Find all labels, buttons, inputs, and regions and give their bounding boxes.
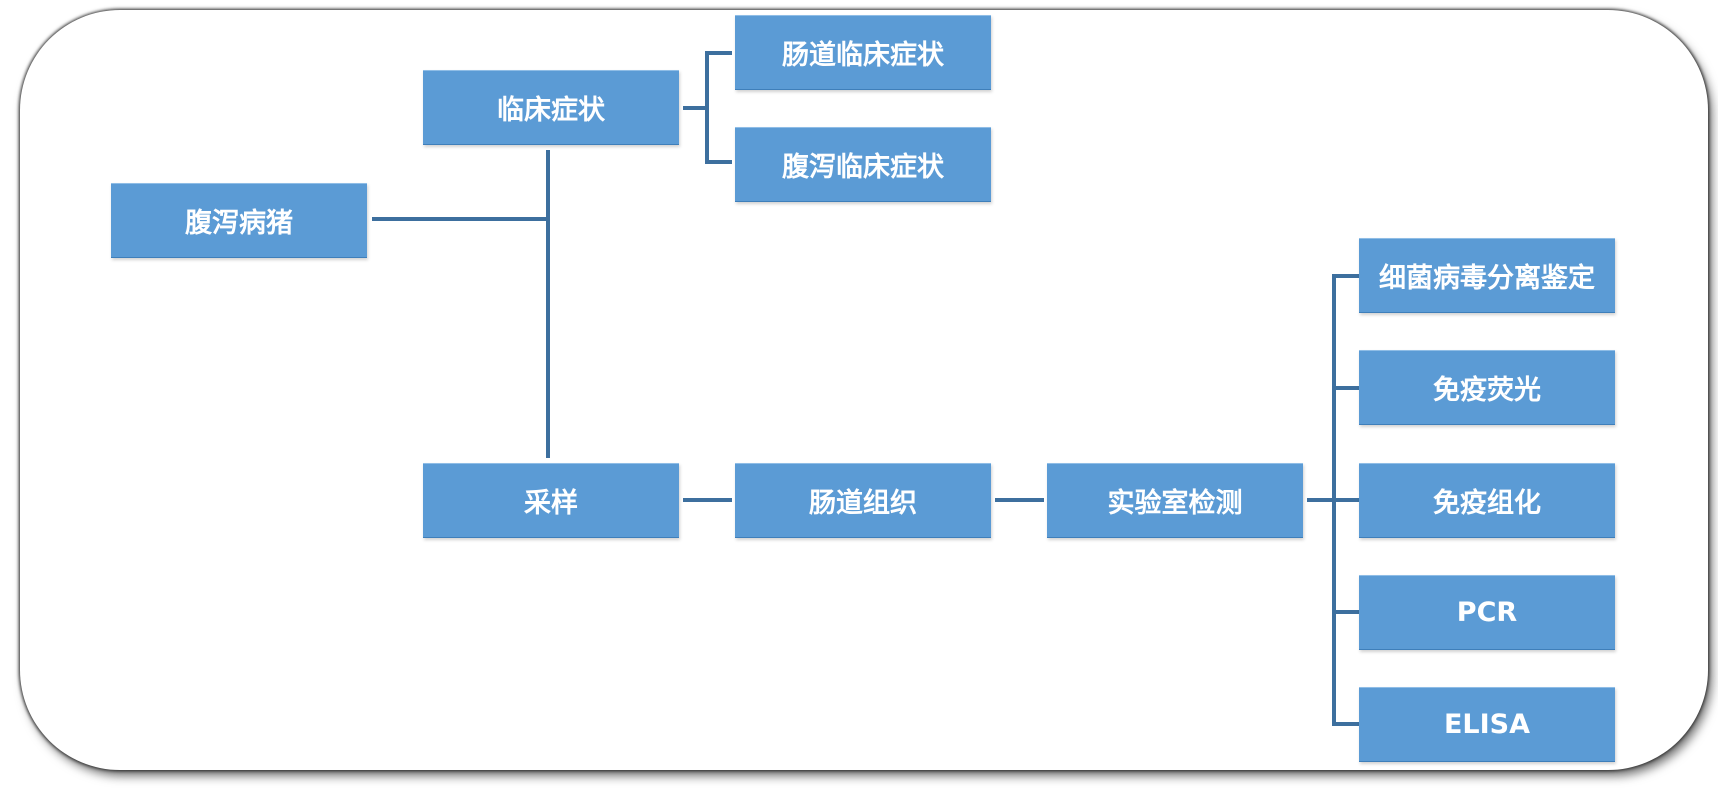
connector-sampling-to-tissue [683, 498, 732, 502]
connector-tissue-to-lab [995, 498, 1044, 502]
node-method-elisa: ELISA [1359, 687, 1615, 762]
connector-lab-out [1307, 498, 1334, 502]
connector-root-to-trunk [372, 217, 549, 221]
node-intestinal-clinical-symptoms: 肠道临床症状 [735, 15, 991, 90]
node-lab-testing: 实验室检测 [1047, 463, 1303, 538]
connector-method-branch-2 [1332, 386, 1359, 390]
connector-trunk-vertical [546, 150, 550, 458]
node-method-isolation: 细菌病毒分离鉴定 [1359, 238, 1615, 313]
node-diarrhea-clinical-symptoms: 腹泻临床症状 [735, 127, 991, 202]
connector-clinical-out [683, 106, 707, 110]
node-intestinal-tissue: 肠道组织 [735, 463, 991, 538]
connector-method-branch-5 [1332, 722, 1359, 726]
node-method-immunohistochemistry: 免疫组化 [1359, 463, 1615, 538]
node-clinical-symptoms: 临床症状 [423, 70, 679, 145]
node-method-immunofluorescence: 免疫荧光 [1359, 350, 1615, 425]
connector-method-branch-1 [1332, 274, 1359, 278]
connector-method-branch-3 [1332, 498, 1359, 502]
node-diarrhea-pig: 腹泻病猪 [111, 183, 367, 258]
connector-clinical-branch-1 [705, 51, 732, 55]
connector-clinical-bracket [705, 51, 709, 164]
connector-method-branch-4 [1332, 610, 1359, 614]
node-sampling: 采样 [423, 463, 679, 538]
connector-clinical-branch-2 [705, 160, 732, 164]
node-method-pcr: PCR [1359, 575, 1615, 650]
